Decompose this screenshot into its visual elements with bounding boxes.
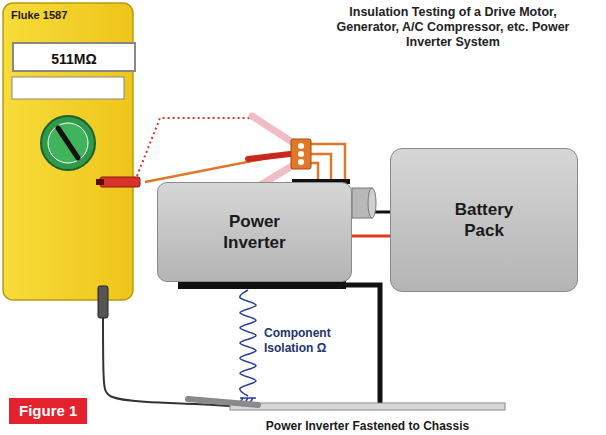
chassis-bar <box>230 403 505 410</box>
inverter-box: Power Inverter <box>157 182 352 282</box>
wire-connector <box>103 300 230 406</box>
node-title: Battery Pack <box>455 199 514 241</box>
dial-pointer <box>58 128 78 158</box>
node-title: Power Inverter Fastened to Chassis <box>266 419 469 433</box>
node-title: Power Inverter <box>223 211 285 253</box>
inverter-base-plate <box>178 281 346 289</box>
figure-caption: Figure 1 <box>9 398 87 424</box>
red-jack <box>96 179 104 185</box>
black-test-plug <box>98 286 108 318</box>
alligator-clip <box>252 116 292 142</box>
chassis: Power Inverter Fastened to Chassis <box>230 403 505 433</box>
rotary-dial <box>41 116 95 170</box>
terminal-screw <box>298 143 304 149</box>
dial-face <box>48 123 88 163</box>
node-title: Fluke 1587 <box>3 8 145 22</box>
terminal-wire <box>310 144 345 183</box>
wire-connector <box>352 235 390 238</box>
display-strip <box>12 77 124 99</box>
meter-reading: 511MΩ <box>12 42 136 72</box>
component-label: Component Isolation Ω <box>264 326 346 356</box>
terminal-screw <box>298 159 304 165</box>
dotted-lead <box>137 118 252 176</box>
terminal-block <box>291 139 311 169</box>
red-probe <box>248 154 290 159</box>
wire-connector <box>346 285 380 403</box>
isolation-resistance-spring <box>240 290 256 396</box>
black-probe <box>188 399 258 405</box>
multimeter: Fluke 1587 511MΩ <box>3 3 145 300</box>
red-test-plug <box>100 177 140 187</box>
battery-box: Battery Pack <box>390 148 578 292</box>
cable-connector-end <box>368 188 376 218</box>
diagram-title: Insulation Testing of a Drive Motor, Gen… <box>322 5 584 50</box>
terminal-screw <box>298 151 304 157</box>
